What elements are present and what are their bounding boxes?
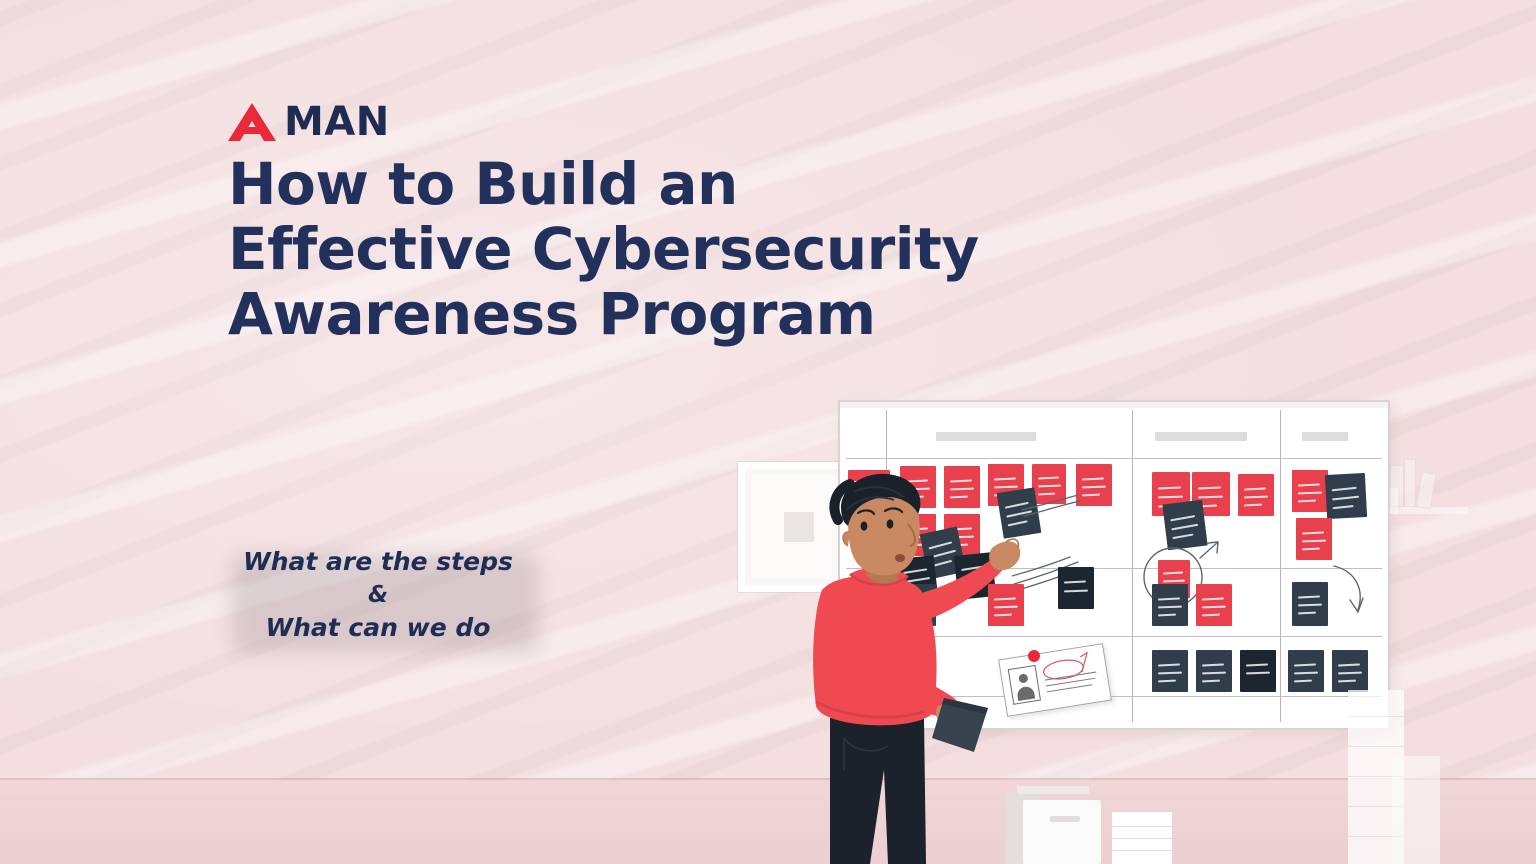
picture-frame-inner <box>751 475 847 579</box>
subtitle-line-1: What are the steps <box>243 547 513 576</box>
sticky-note[interactable] <box>1288 650 1324 692</box>
sticky-note[interactable] <box>1332 650 1368 692</box>
column-header-bar-3 <box>1302 432 1348 441</box>
character-hand-pointing <box>989 541 1021 571</box>
whiteboard-top-shade <box>840 402 1388 408</box>
book-2 <box>1404 459 1416 507</box>
character-head <box>848 485 920 576</box>
character-mouth <box>895 554 905 562</box>
curved-arrow-icon <box>1333 565 1364 613</box>
tablet-device <box>932 698 988 752</box>
document-stack-secondary <box>1392 756 1440 864</box>
red-circle-annotation <box>1043 652 1088 680</box>
sticky-note[interactable] <box>988 584 1024 626</box>
sticky-note[interactable] <box>1152 650 1188 692</box>
subtitle-shadow <box>232 555 538 652</box>
shelf-board <box>1382 507 1468 514</box>
subtitle-block: What are the steps & What can we do <box>228 545 538 652</box>
sticky-note[interactable] <box>1152 584 1188 626</box>
presenter-character <box>813 473 1021 864</box>
whiteboard-row-divider-2 <box>846 568 1382 569</box>
sticky-note[interactable] <box>944 466 980 508</box>
sticky-note[interactable] <box>1292 470 1328 512</box>
page-title: How to Build an Effective Cybersecurity … <box>228 152 1088 347</box>
picture-frame-square <box>784 512 814 542</box>
subtitle-line-2: & <box>367 581 389 608</box>
paper-stack <box>1112 812 1172 864</box>
book-3 <box>1416 471 1437 510</box>
character-arm-pointing <box>903 552 1010 623</box>
sticky-note[interactable] <box>1196 584 1232 626</box>
character-pants <box>830 718 926 864</box>
sticky-note[interactable] <box>1324 472 1368 520</box>
whiteboard-row-divider-1 <box>846 458 1382 459</box>
character-hair <box>840 473 921 526</box>
printer <box>1023 800 1101 864</box>
sticky-note[interactable] <box>1076 464 1112 506</box>
sticky-note[interactable] <box>1240 650 1276 692</box>
printer-top <box>1017 786 1089 794</box>
sticky-note[interactable] <box>1296 518 1332 560</box>
character-eye-right <box>886 519 894 529</box>
sticky-note[interactable] <box>1196 650 1232 692</box>
card-line <box>1046 684 1093 693</box>
page-title-line-3: Awareness Program <box>228 279 876 348</box>
whiteboard-column-divider-3 <box>1280 410 1281 722</box>
sticky-note[interactable] <box>1238 474 1274 516</box>
brand-logo-text: MAN <box>284 99 390 145</box>
column-header-bar-2 <box>1155 432 1247 441</box>
page-title-line-2: Effective Cybersecurity <box>228 214 979 283</box>
subtitle: What are the steps & What can we do <box>228 545 528 646</box>
floor-edge-line <box>0 778 1536 780</box>
sticky-note[interactable] <box>1292 582 1328 626</box>
row-label-red <box>848 470 890 481</box>
book-shelf <box>1382 459 1468 514</box>
speed-lines-scribble-top <box>1021 494 1081 517</box>
sticky-note[interactable] <box>1032 464 1066 504</box>
whiteboard-row-divider-4 <box>846 696 1382 697</box>
brand-logo[interactable]: MAN <box>228 101 390 143</box>
triangle-a-logo-icon <box>228 103 276 141</box>
character-eye-left <box>860 521 868 531</box>
whiteboard-row-divider-3 <box>846 636 1382 637</box>
printer-slot <box>1050 816 1080 822</box>
floor <box>0 780 1536 864</box>
arrow-pointer-icon <box>1199 541 1219 559</box>
page-title-line-1: How to Build an <box>228 150 738 218</box>
column-header-bar-1 <box>936 432 1036 441</box>
whiteboard-column-divider-2 <box>1132 410 1133 722</box>
pinned-photo-card[interactable] <box>998 643 1112 717</box>
subtitle-line-3: What can we do <box>265 613 491 643</box>
sticky-note[interactable] <box>1058 567 1094 609</box>
character-arm-holding <box>878 665 960 719</box>
